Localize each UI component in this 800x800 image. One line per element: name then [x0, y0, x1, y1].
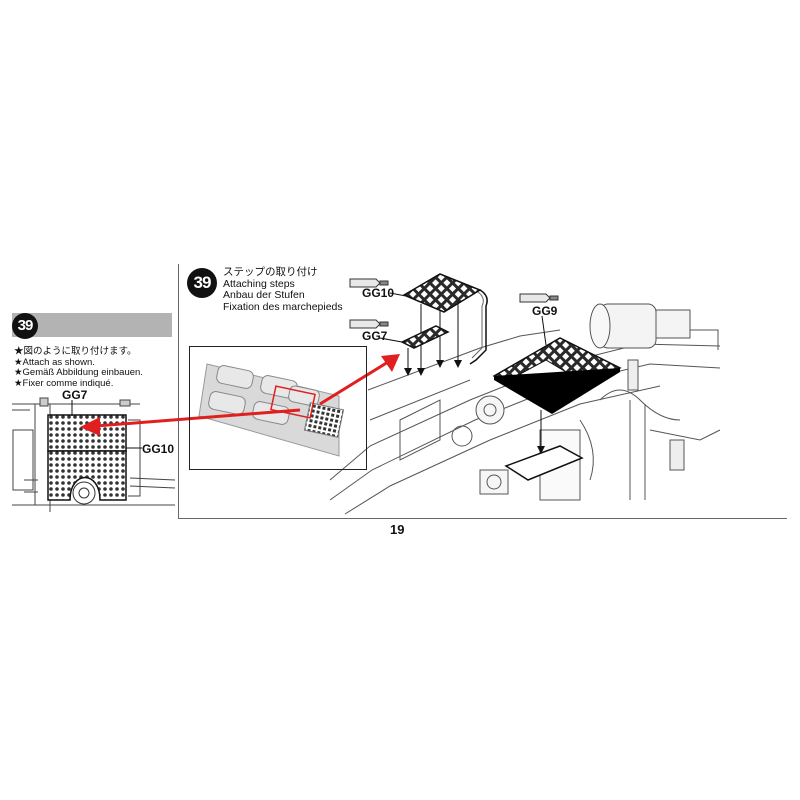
label-gg9-main: GG9: [532, 304, 558, 318]
truck-chassis-drawing: [329, 303, 721, 515]
step-header-bar: [12, 313, 172, 337]
gg9-mount-area: [504, 445, 584, 481]
red-arrows: [80, 354, 400, 436]
gg10-step: [402, 273, 488, 365]
instruction-de: ★Gemäß Abbildung einbauen.: [14, 367, 143, 378]
title-fr: Fixation des marchepieds: [223, 300, 343, 313]
label-gg7-left: GG7: [62, 388, 88, 402]
reference-photo-frame: [189, 346, 367, 470]
page-number: 19: [390, 522, 405, 537]
instruction-en: ★Attach as shown.: [14, 356, 95, 368]
label-gg10-main: GG10: [362, 286, 395, 300]
label-gg10-left: GG10: [142, 442, 175, 456]
main-step-number-badge: 39: [187, 268, 217, 298]
instruction-fr: ★Fixer comme indiqué.: [14, 377, 114, 389]
title-en: Attaching steps: [223, 277, 295, 290]
gg7-step: [400, 325, 450, 349]
gg9-plate: [492, 337, 622, 414]
instruction-ja: ★図のように取り付けます。: [14, 346, 137, 357]
step-number-badge: 39: [12, 313, 38, 339]
title-ja: ステップの取り付け: [223, 266, 318, 278]
title-de: Anbau der Stufen: [223, 289, 305, 301]
glue-tube-icons: [349, 278, 559, 329]
label-gg7-main: GG7: [362, 329, 388, 343]
photo-etched-sheet: [190, 347, 364, 467]
gg10-plate-left: [47, 414, 127, 452]
main-title-block: ステップの取り付け Attaching steps Anbau der Stuf…: [223, 266, 343, 313]
instructions-list: ★図のように取り付けます。 ★Attach as shown. ★Gemäß A…: [14, 346, 143, 389]
main-panel-frame: [178, 264, 787, 519]
